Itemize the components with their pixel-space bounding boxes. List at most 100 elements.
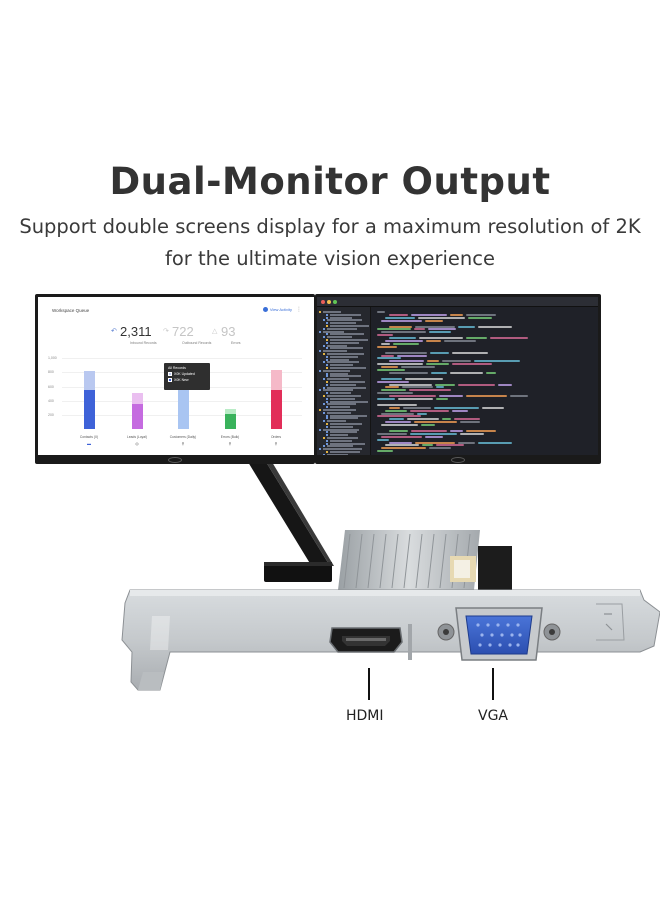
file-row[interactable] [330,383,356,386]
file-row[interactable] [323,428,359,431]
code-token [439,395,463,398]
bar-value[interactable] [132,403,143,429]
file-row[interactable] [330,364,353,367]
file-row[interactable] [330,451,360,453]
bar-value[interactable] [178,381,189,429]
code-token [417,412,427,415]
file-row[interactable] [327,437,358,439]
code-token [385,351,427,354]
file-row[interactable] [330,425,353,428]
file-icon [326,339,328,341]
file-row[interactable] [323,389,353,392]
file-row[interactable] [330,358,349,361]
file-row[interactable] [330,417,358,420]
file-row[interactable] [330,347,363,350]
file-row[interactable] [323,350,347,353]
file-row[interactable] [327,378,349,381]
y-tick: 400 [48,399,54,403]
file-row[interactable] [327,403,356,406]
close-window-icon[interactable] [321,300,325,304]
monitor-stand [248,462,334,582]
file-row[interactable] [327,327,357,330]
file-row[interactable] [327,395,361,397]
file-row[interactable] [327,420,346,423]
code-token [429,331,451,334]
code-token [434,406,479,409]
code-token [377,403,417,406]
file-row[interactable] [327,361,359,364]
file-row[interactable] [330,442,365,445]
file-row[interactable] [330,434,348,437]
file-row[interactable] [323,311,341,313]
file-row[interactable] [330,423,362,425]
file-row[interactable] [330,381,365,383]
file-row[interactable] [327,386,366,389]
stat-value: 2,311 [120,324,152,339]
bar-value[interactable] [271,389,282,429]
file-icon [326,341,328,344]
file-row[interactable] [330,367,366,369]
code-token [510,395,528,398]
maximize-window-icon[interactable] [333,300,337,304]
file-icon [326,406,328,409]
code-token [452,363,492,366]
file-row[interactable] [330,406,350,409]
file-row[interactable] [330,397,355,400]
file-icon [323,386,325,389]
code-token [389,441,412,444]
code-token [377,450,393,453]
code-token [377,432,407,435]
file-row[interactable] [330,313,361,316]
file-row[interactable] [327,336,352,339]
file-row[interactable] [330,414,367,417]
code-token [444,340,476,342]
file-row[interactable] [327,353,364,355]
code-token [478,441,512,444]
code-token [377,345,397,348]
file-row[interactable] [327,453,348,455]
file-row[interactable] [323,448,362,451]
file-row[interactable] [330,439,352,442]
bar-value[interactable] [225,413,236,429]
file-icon [319,311,321,313]
y-tick: 1,000 [48,356,57,360]
file-row[interactable] [330,400,368,403]
file-row[interactable] [330,392,351,395]
file-row[interactable] [330,341,359,344]
file-row[interactable] [323,409,356,411]
file-row[interactable] [330,339,368,341]
dashboard-title: Workspace Queue [52,308,90,313]
file-row[interactable] [327,319,362,322]
file-row[interactable] [330,375,361,378]
view-activity-link[interactable]: View Activity [263,307,292,312]
file-row[interactable] [330,322,356,325]
code-token [450,371,483,374]
code-token [381,412,414,415]
file-row[interactable] [327,411,351,414]
file-row[interactable] [330,333,364,336]
file-row[interactable] [330,355,358,358]
minimize-window-icon[interactable] [327,300,331,304]
file-row[interactable] [330,316,352,319]
file-row[interactable] [327,344,347,347]
code-token [389,383,432,386]
file-row[interactable] [323,330,344,333]
code-token [409,389,451,392]
file-row[interactable] [330,372,348,375]
file-navigator [317,307,371,455]
file-row[interactable] [330,431,357,434]
stat-inbound: ↶ 2,311 Inbound Records [111,323,157,345]
code-token [410,409,449,412]
right-monitor [315,294,601,464]
y-tick: 200 [48,413,54,417]
gridline [62,358,302,359]
more-options-icon[interactable]: ⋮ [296,307,302,313]
file-row[interactable] [330,325,369,327]
code-token [458,441,475,444]
file-row[interactable] [327,445,353,448]
y-tick: 600 [48,385,54,389]
code-token [435,383,455,386]
file-row[interactable] [323,369,350,372]
bar-value[interactable] [84,389,95,429]
category-label: Contacts (X) [79,435,99,439]
